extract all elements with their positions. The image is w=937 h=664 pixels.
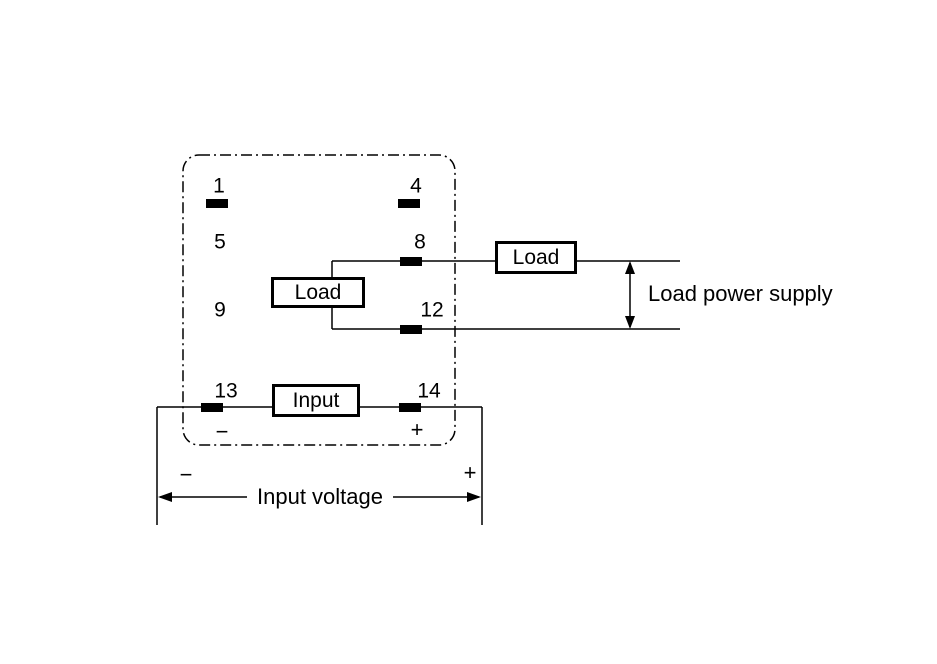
pin-5-label: 5	[214, 230, 226, 254]
pin-14-pad	[399, 403, 421, 412]
pin-13-pad	[201, 403, 223, 412]
load-power-supply-arrowhead-bottom	[625, 316, 635, 329]
outer-load-box: Load	[495, 241, 577, 274]
pin-14-plus-sign: +	[410, 417, 424, 442]
inner-load-label: Load	[294, 281, 342, 304]
load-power-supply-arrowhead-top	[625, 261, 635, 274]
pin-4-pad	[398, 199, 420, 208]
input-box: Input	[272, 384, 360, 417]
input-voltage-arrowhead-left	[158, 492, 172, 502]
load-power-supply-label: Load power supply	[648, 281, 833, 306]
input-voltage-minus-sign: −	[179, 462, 193, 487]
device-outline	[182, 154, 456, 446]
pin-12-label: 12	[420, 298, 444, 322]
input-voltage-label: Input voltage	[247, 486, 393, 508]
pin-14-label: 14	[417, 379, 441, 403]
pin-13-minus-sign: −	[215, 419, 229, 444]
pin-4-label: 4	[410, 174, 422, 198]
input-box-label: Input	[292, 389, 340, 412]
inner-load-box: Load	[271, 277, 365, 308]
pin-8-label: 8	[414, 230, 426, 254]
input-voltage-plus-sign: +	[463, 460, 477, 485]
outer-load-label: Load	[512, 246, 560, 269]
pin-13-label: 13	[214, 379, 238, 403]
pin-1-label: 1	[213, 174, 225, 198]
pin-8-pad	[400, 257, 422, 266]
pin-12-pad	[400, 325, 422, 334]
input-voltage-arrowhead-right	[467, 492, 481, 502]
pin-9-label: 9	[214, 298, 226, 322]
pin-1-pad	[206, 199, 228, 208]
